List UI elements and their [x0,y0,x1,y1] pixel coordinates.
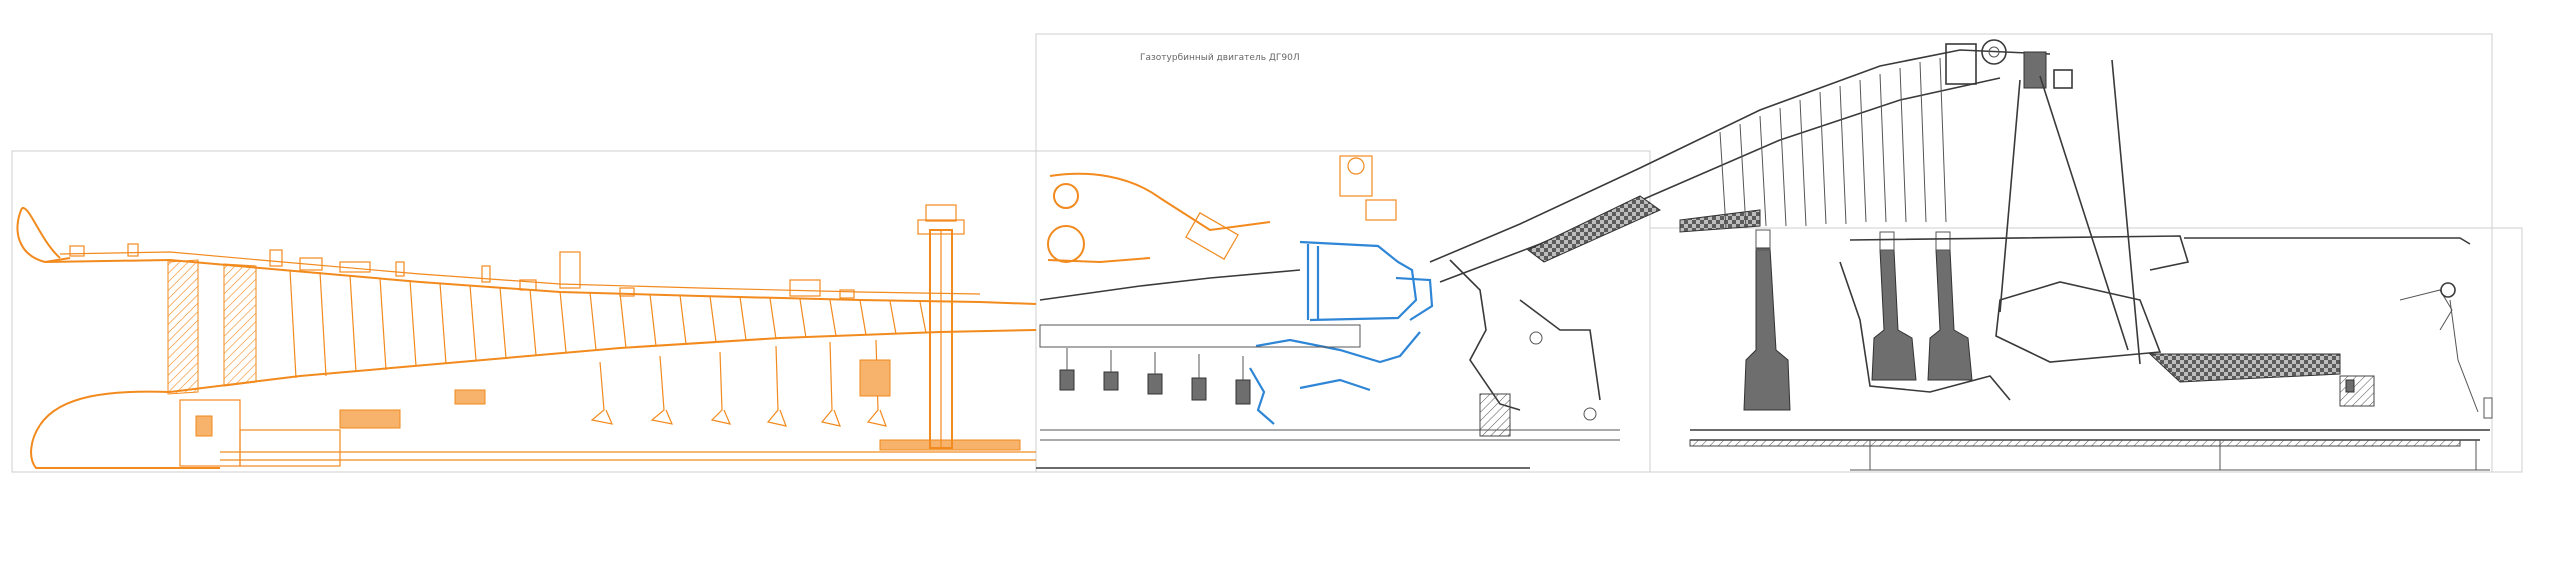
turbine-section [1036,39,2493,471]
inlet-bullet [30,424,220,469]
rear-seal [2339,375,2375,407]
drawing-caption: Газотурбинный двигатель ДГ90Л [1140,53,1300,63]
compressor-section [16,155,1397,469]
accessory-gearbox [1047,155,1397,264]
inlet-lip-inner [21,207,61,259]
lifting-lug [1945,39,2073,89]
inlet-lip [16,207,71,264]
fuel-manifold [1249,367,1275,425]
lp-turbine-blades [1719,57,1947,229]
turbine-disks [1743,229,1973,411]
exhaust-strut [2039,75,2129,351]
rear-bearing-housing [1995,281,2162,363]
fan-blade-1 [167,259,199,395]
rear-hub [1839,261,2011,401]
hp-turbine-blades [1059,348,1251,405]
front-bearing-assembly [179,399,1036,467]
insulation-band [1527,195,1662,263]
transition-duct [1395,276,1434,321]
compressor-disks [339,339,1021,451]
compressor-hub [39,329,1037,426]
compressor-blades [289,269,927,379]
exhaust-diffuser [2184,237,2471,245]
turbine-outer-casing [1429,49,2051,263]
frame-right [1649,227,2523,473]
combustor-lower-casing [1255,331,1421,364]
combustor-section [1249,240,1434,425]
casing-bosses [69,243,855,299]
fan-blade-2 [223,263,257,387]
bleed-valve-tower [917,204,965,449]
combustor-liner-outer [1299,240,1418,322]
exhaust-insulation [2148,353,2341,383]
drawing-frames [11,33,2523,473]
